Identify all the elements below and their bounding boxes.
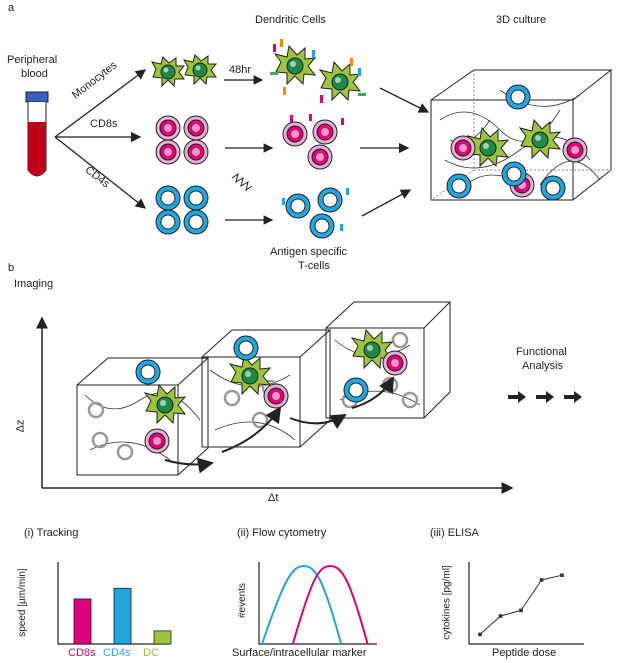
axis-z-label: Δz	[14, 419, 27, 433]
elisa-xlabel: Peptide dose	[492, 647, 557, 659]
elisa-ylabel: cytokines [pg/ml]	[441, 565, 453, 640]
panel-a-letter: a	[8, 2, 15, 14]
axis-t-label: Δt	[268, 492, 279, 504]
panel-b-letter: b	[8, 262, 15, 274]
elisa-title: (iii) ELISA	[430, 527, 479, 539]
blood-tube	[25, 91, 49, 177]
culture-3d-label: 3D culture	[496, 14, 547, 26]
peripheral-label-1: Peripheral	[7, 54, 58, 66]
tracking-tick-cd8s: CD8s	[68, 647, 96, 659]
tracking-title: (i) Tracking	[24, 527, 79, 539]
peripheral-label-2: blood	[21, 68, 48, 80]
functional-label-1: Functional	[516, 346, 567, 358]
flow-curve-2	[291, 564, 369, 645]
cd8s-label: CD8s	[90, 118, 118, 130]
antigen-label-2: T-cells	[298, 260, 330, 272]
tracking-ylabel: speed [µm/min]	[16, 568, 28, 637]
tracking-bar-cd8s	[73, 598, 92, 645]
tracking-bar-dc	[153, 630, 172, 645]
imaging-label: Imaging	[14, 278, 54, 290]
flow-title: (ii) Flow cytometry	[237, 527, 327, 539]
time-48hr-label: 48hr	[229, 64, 252, 76]
elisa-point-4	[539, 578, 544, 582]
elisa-point-2	[498, 614, 503, 618]
tracking-tick-cd4s: CD4s	[103, 647, 131, 659]
dendritic-cells-label: Dendritic Cells	[255, 14, 326, 26]
antigen-label-1: Antigen specific	[270, 246, 348, 258]
elisa-point-5	[560, 573, 564, 577]
tracking-tick-dc: DC	[143, 647, 159, 659]
flow-curve-1	[261, 564, 343, 645]
tracking-bar-cd4s	[113, 587, 132, 645]
elisa-point-1	[478, 632, 482, 637]
functional-label-2: Analysis	[522, 360, 563, 372]
elisa-point-3	[519, 608, 523, 613]
flow-xlabel: Surface/intracellular marker	[232, 647, 367, 659]
flow-ylabel: #events	[237, 582, 249, 619]
elisa-line-path	[479, 574, 563, 635]
culture-cube	[430, 69, 613, 201]
